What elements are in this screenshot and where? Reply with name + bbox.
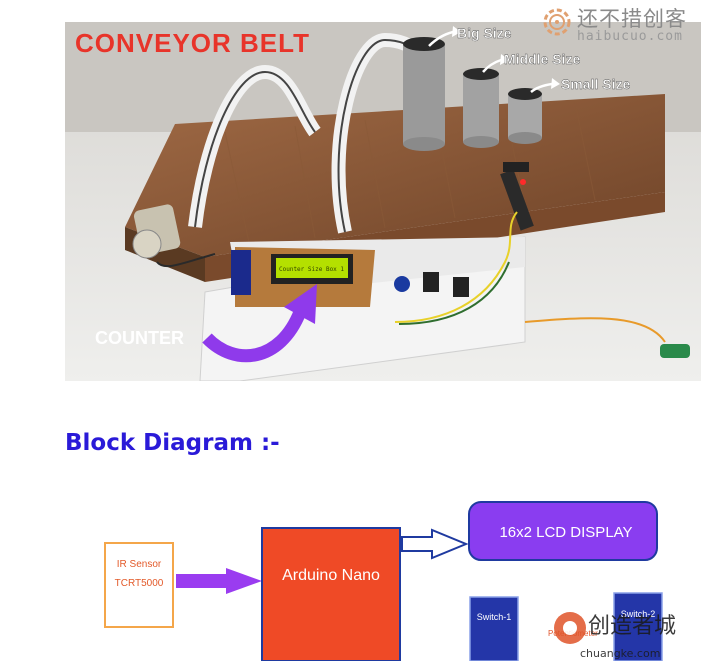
middle-size-label: Middle Size [504, 51, 580, 67]
arduino-nano-board [231, 250, 251, 295]
ir-sensor-stand [500, 162, 534, 231]
middle-size-tube [463, 68, 499, 148]
watermark-top: 还不措创客 haibucuo.com [538, 2, 704, 46]
ir-sensor-model: TCRT5000 [115, 578, 164, 589]
dc-jack [660, 344, 690, 358]
potentiometer [394, 276, 410, 292]
switch-2-label: Switch-2 [621, 609, 656, 619]
counter-arrow [202, 309, 307, 363]
section-heading: Block Diagram :- [65, 430, 280, 456]
watermark-bottom-cn: 创造者城 [588, 614, 676, 639]
block-diagram: IR Sensor TCRT5000 Arduino Nano 16x2 LCD… [0, 490, 704, 661]
ir-sensor-block [104, 542, 174, 628]
lcd-display-label: 16x2 LCD DISPLAY [499, 524, 632, 541]
watermark-top-cn: 还不措创客 [577, 7, 687, 31]
small-size-tube [508, 88, 542, 144]
ir-sensor-label: IR Sensor [117, 559, 162, 570]
sensor-to-arduino-arrow [176, 568, 262, 594]
big-size-label: Big Size [457, 25, 512, 41]
dc-motor [132, 204, 181, 259]
conveyor-belt-photo: Counter Size Box 1 CONVEYOR BELT Big Siz… [65, 22, 701, 381]
arduino-nano-label: Arduino Nano [282, 567, 380, 584]
switch-2-photo [453, 277, 469, 297]
switch-1-photo [423, 272, 439, 292]
watermark-bottom-en: chuangke.com [580, 647, 660, 660]
switch-1-label: Switch-1 [477, 612, 512, 622]
small-size-label: Small Size [561, 76, 630, 92]
arduino-nano-block [261, 527, 401, 661]
lcd-text: Counter Size Box 1 [279, 266, 344, 273]
big-size-tube [403, 37, 445, 151]
lcd-screen [276, 258, 348, 278]
switch-2-block [613, 592, 663, 661]
watermark-top-en: haibucuo.com [577, 29, 683, 44]
lcd-display-block [468, 501, 658, 561]
arduino-to-lcd-arrow [401, 528, 469, 560]
gear-icon [543, 8, 571, 36]
switch-1-block [469, 596, 519, 661]
counter-label: COUNTER [95, 328, 184, 348]
watermark-bottom: 创造者城 chuangke.com [554, 612, 676, 660]
photo-title: CONVEYOR BELT [75, 28, 310, 58]
